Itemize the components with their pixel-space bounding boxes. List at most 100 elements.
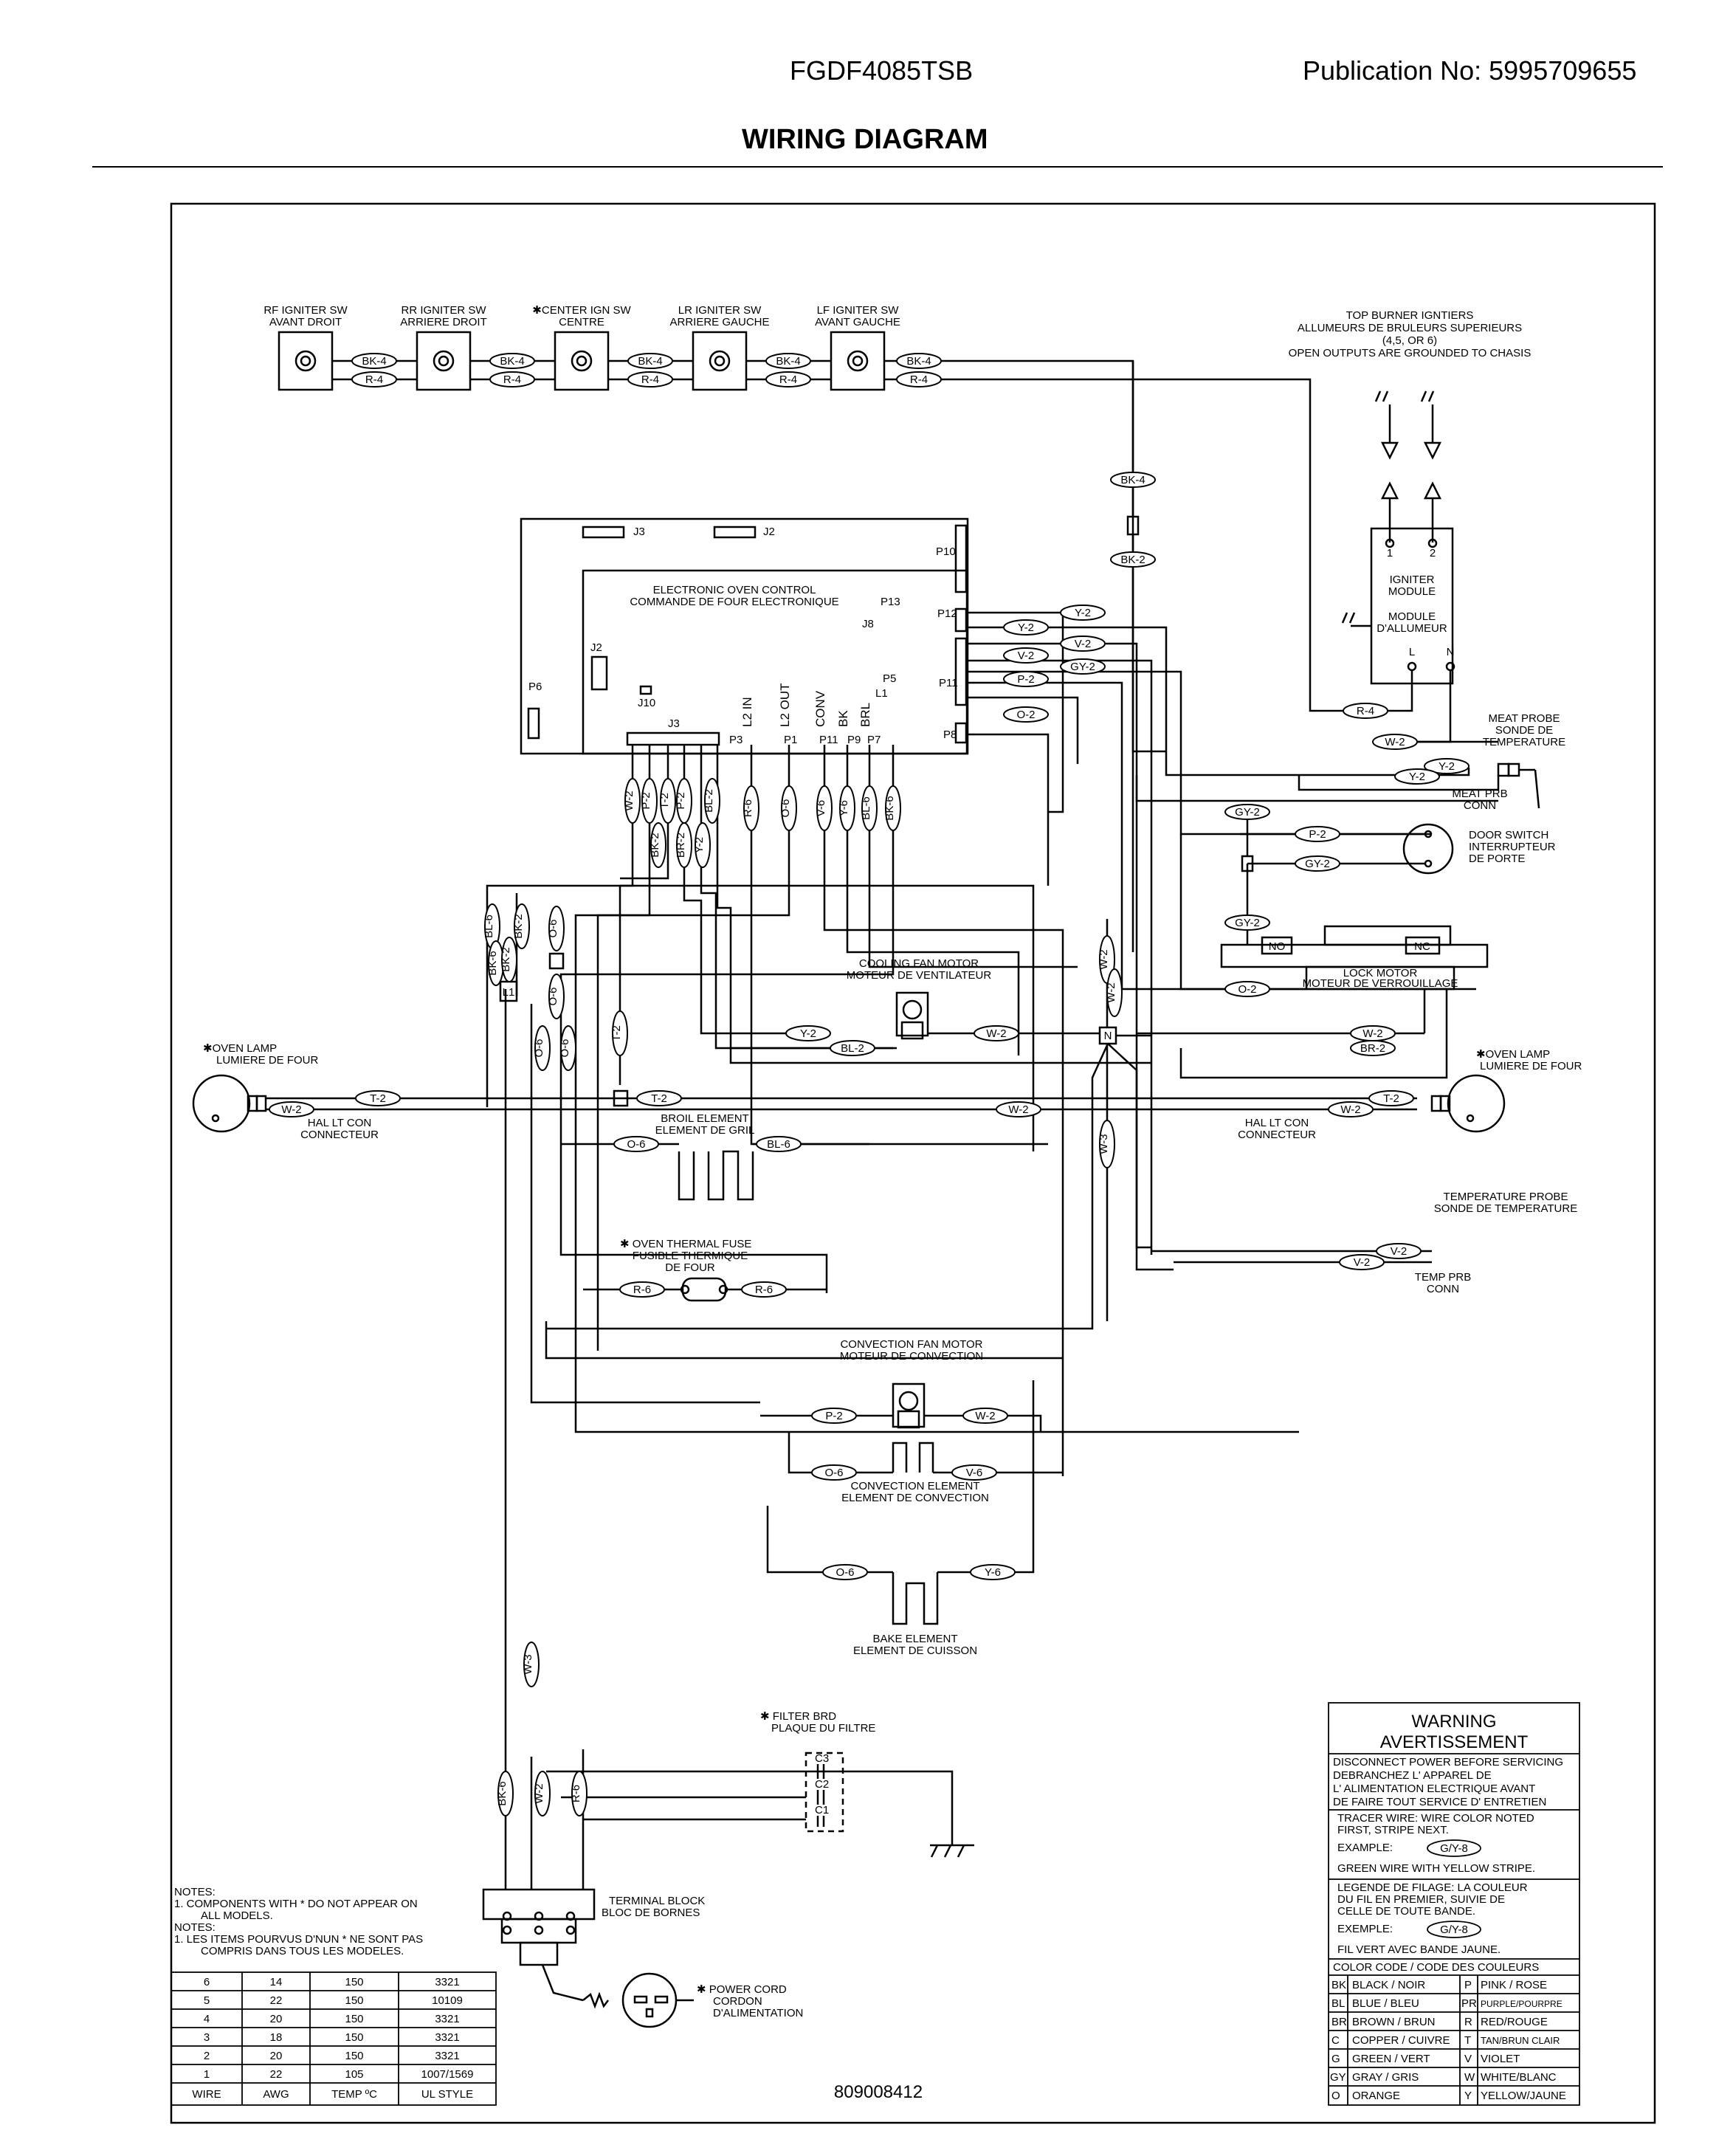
bake-element: BAKE ELEMENT ELEMENT DE CUISSON xyxy=(853,1572,977,1657)
temp-prb-conn: TEMP PRB xyxy=(1415,1271,1471,1284)
door-switch-label-fr: INTERRUPTEUR xyxy=(1469,841,1556,853)
wire-tag: BK-6 xyxy=(496,1781,509,1805)
wire-tag: BR-2 xyxy=(675,833,687,858)
color-name: GRAY / GRIS xyxy=(1352,2071,1419,2084)
warning-title-fr: AVERTISSEMENT xyxy=(1380,1732,1529,1752)
table-header: AWG xyxy=(263,2088,289,2101)
control-title: ELECTRONIC OVEN CONTROL xyxy=(653,584,816,596)
tracer-line-2: FIRST, STRIPE NEXT. xyxy=(1337,1824,1449,1836)
oven-lamp-left-label-fr: LUMIERE DE FOUR xyxy=(216,1054,319,1067)
wire-tag: BK-6 xyxy=(486,951,499,975)
control-p8: P8 xyxy=(943,729,957,741)
table-cell: 20 xyxy=(270,2050,283,2062)
wire-tag: BL-6 xyxy=(767,1138,790,1151)
oven-lamp-right-label: ✱OVEN LAMP xyxy=(1476,1048,1550,1061)
note-2a: 1. LES ITEMS POURVUS D'NUN * NE SONT PAS xyxy=(174,1933,423,1946)
color-name: BLACK / NOIR xyxy=(1352,1979,1425,1991)
control-p9: P9 xyxy=(847,734,861,746)
color-code: GY xyxy=(1330,2071,1346,2084)
table-cell: 150 xyxy=(345,2031,363,2044)
table-header: TEMP ºC xyxy=(331,2088,377,2101)
meat-probe: MEAT PROBE SONDE DE TEMPERATURE MEAT PRB… xyxy=(1452,712,1565,812)
igniter-switch-center: ✱CENTER IGN SW CENTRE xyxy=(532,304,632,391)
table-cell: 22 xyxy=(270,1994,283,2007)
wire-tag: BK-4 xyxy=(500,355,524,368)
table-cell: 5 xyxy=(204,1994,210,2007)
conv-fan-label: CONVECTION FAN MOTOR xyxy=(840,1338,982,1351)
wire-tag: BL-6 xyxy=(860,796,872,820)
wire-tag: GY-2 xyxy=(1305,858,1330,870)
control-p11b: P11 xyxy=(819,734,838,746)
igniter-module-label: IGNITER xyxy=(1390,574,1435,586)
wire-tag: R-6 xyxy=(742,799,754,817)
lf-switch-label: LF IGNITER SW xyxy=(817,304,900,317)
wire-tag: BK-2 xyxy=(512,914,525,938)
wire-tags: BK-4 R-4 BK-4 R-4 BK-4 R-4 BK-4 R-4 BK-4… xyxy=(269,353,1470,1816)
warning-line-4: DE FAIRE TOUT SERVICE D' ENTRETIEN xyxy=(1333,1796,1546,1808)
oven-lamp-right-label-fr: LUMIERE DE FOUR xyxy=(1480,1060,1582,1072)
door-switch-label: DOOR SWITCH xyxy=(1469,829,1548,841)
table-cell: 105 xyxy=(345,2068,363,2081)
oven-lamp-left-label: ✱OVEN LAMP xyxy=(203,1042,277,1055)
top-burner-qty: (4,5, OR 6) xyxy=(1382,334,1437,347)
cooling-fan-label: COOLING FAN MOTOR xyxy=(859,957,979,970)
igniter-switch-lf: LF IGNITER SW AVANT GAUCHE xyxy=(815,304,900,391)
legend-line-3: CELLE DE TOUTE BANDE. xyxy=(1337,1905,1475,1918)
color-code: O xyxy=(1331,2090,1340,2102)
meat-prb-conn2: CONN xyxy=(1464,799,1496,812)
part-number: 809008412 xyxy=(834,2082,923,2102)
wire-tag: R-4 xyxy=(503,373,521,386)
note-1b: ALL MODELS. xyxy=(201,1909,273,1922)
color-name: ORANGE xyxy=(1352,2090,1400,2102)
rr-switch-label: RR IGNITER SW xyxy=(402,304,487,317)
igniter-module-label2: MODULE xyxy=(1388,585,1436,598)
door-switch: DOOR SWITCH INTERRUPTEUR DE PORTE xyxy=(1402,823,1556,875)
wire-tag: T-2 xyxy=(658,793,671,809)
color-code: Y xyxy=(1464,2090,1472,2102)
filter-c2: C2 xyxy=(815,1778,829,1791)
wire-tag: W-3 xyxy=(522,1654,534,1674)
wire-tag: T-2 xyxy=(370,1092,386,1105)
legend-line-1: LEGENDE DE FILAGE: LA COULEUR xyxy=(1337,1881,1528,1894)
oven-thermal-fuse: ✱ OVEN THERMAL FUSE FUSIBLE THERMIQUE DE… xyxy=(620,1238,751,1302)
temperature-probe: TEMPERATURE PROBE SONDE DE TEMPERATURE T… xyxy=(1415,1191,1577,1295)
color-code: W xyxy=(1464,2071,1475,2084)
exemple-tag: G/Y-8 xyxy=(1440,1923,1468,1936)
lock-nc-contact: NC xyxy=(1414,940,1430,953)
wire-tag: W-2 xyxy=(533,1783,545,1803)
convection-fan-motor: CONVECTION FAN MOTOR MOTEUR DE CONVECTIO… xyxy=(840,1338,983,1429)
wire-tag: W-2 xyxy=(623,791,635,810)
table-cell: 1 xyxy=(204,2068,210,2081)
table-cell: 150 xyxy=(345,2013,363,2025)
wire-tag: V-6 xyxy=(966,1467,983,1479)
wire-tag: GY-2 xyxy=(1070,661,1095,673)
wire-tag: W-2 xyxy=(1385,736,1405,748)
lock-no-contact: NO xyxy=(1269,940,1286,953)
wire-tag: BL-6 xyxy=(483,915,495,938)
wire-tag: W-3 xyxy=(1098,1134,1110,1154)
control-j3b: J3 xyxy=(668,717,680,730)
table-header: UL STYLE xyxy=(421,2088,473,2101)
note-1a: 1. COMPONENTS WITH * DO NOT APPEAR ON xyxy=(174,1898,418,1910)
control-j10: J10 xyxy=(638,697,655,709)
wire-tag: GY-2 xyxy=(1235,917,1260,929)
control-p10: P10 xyxy=(936,545,956,558)
color-code: BL xyxy=(1331,1997,1345,2010)
wire-tag: O-6 xyxy=(627,1138,645,1151)
color-code-title: COLOR CODE / CODE DES COULEURS xyxy=(1333,1961,1539,1974)
electronic-oven-control: J3 J2 ELECTRONIC OVEN CONTROL COMMANDE D… xyxy=(520,517,969,755)
notes-title: NOTES: xyxy=(174,1886,216,1898)
wire-tag: R-6 xyxy=(570,1785,582,1802)
color-code: G xyxy=(1331,2053,1340,2065)
color-code: BR xyxy=(1331,2016,1347,2028)
broil-element: BROIL ELEMENT ELEMENT DE GRIL xyxy=(655,1112,754,1201)
filter-c3: C3 xyxy=(815,1752,829,1765)
lock-motor: NO NC LOCK MOTOR MOTEUR DE VERROUILLAGE xyxy=(1220,925,1489,991)
wire-tag: V-2 xyxy=(1018,650,1035,662)
wire-tag: V-2 xyxy=(1391,1245,1408,1258)
control-p3: P3 xyxy=(729,734,743,746)
wire-tag: R-4 xyxy=(641,373,659,386)
wire-tag: P-2 xyxy=(640,792,652,809)
table-cell: 3 xyxy=(204,2031,210,2044)
wire-tag: O-6 xyxy=(559,1039,571,1057)
